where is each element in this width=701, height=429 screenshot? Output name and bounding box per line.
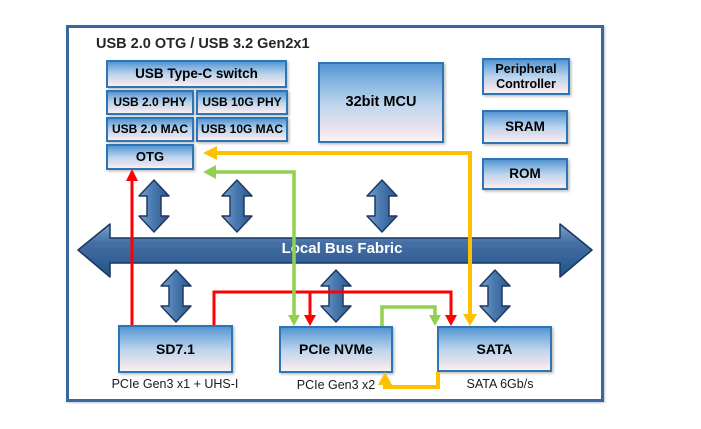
block-pcie-nvme: PCIe NVMe	[279, 326, 393, 373]
double-arrow-icon	[138, 179, 170, 233]
block-usb10g-mac: USB 10G MAC	[196, 117, 288, 142]
double-arrow-icon	[479, 269, 511, 323]
local-bus-fabric-label: Local Bus Fabric	[281, 240, 403, 257]
block-usb-typec-switch: USB Type-C switch	[106, 60, 287, 88]
block-usb10g-phy: USB 10G PHY	[196, 90, 288, 115]
block-rom: ROM	[482, 158, 568, 190]
double-arrow-icon	[160, 269, 192, 323]
block-usb20-mac: USB 2.0 MAC	[106, 117, 194, 142]
caption-sd: PCIe Gen3 x1 + UHS-I	[111, 377, 239, 391]
block-sd71: SD7.1	[118, 325, 233, 373]
block-usb20-phy: USB 2.0 PHY	[106, 90, 194, 115]
diagram-title: USB 2.0 OTG / USB 3.2 Gen2x1	[96, 36, 310, 52]
double-arrow-icon	[320, 269, 352, 323]
caption-sata: SATA 6Gb/s	[466, 377, 534, 391]
block-otg: OTG	[106, 144, 194, 170]
double-arrow-icon	[221, 179, 253, 233]
block-32bit-mcu: 32bit MCU	[318, 62, 444, 143]
caption-nvme: PCIe Gen3 x2	[296, 378, 376, 392]
block-peripheral-controller: Peripheral Controller	[482, 58, 570, 95]
block-sata: SATA	[437, 326, 552, 372]
block-sram: SRAM	[482, 110, 568, 144]
double-arrow-icon	[366, 179, 398, 233]
